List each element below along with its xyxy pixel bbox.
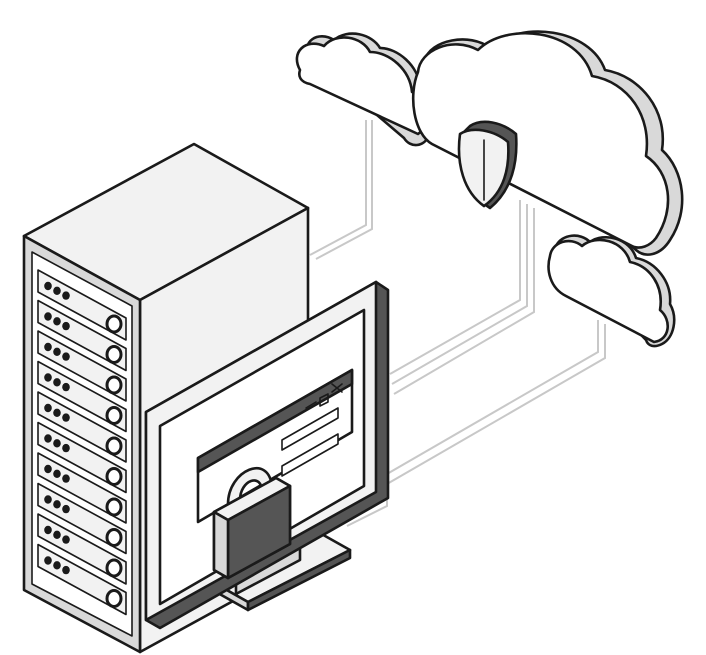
status-led-icon xyxy=(62,443,70,453)
power-button-icon xyxy=(105,558,123,578)
minimize-icon[interactable] xyxy=(305,401,317,409)
power-button-icon xyxy=(105,436,123,456)
status-led-icon xyxy=(62,504,70,514)
power-button-icon xyxy=(105,528,123,547)
cloud-large-icon xyxy=(411,30,684,256)
server-unit xyxy=(37,543,127,616)
status-led-icon xyxy=(44,281,52,291)
status-led-icon xyxy=(62,321,70,331)
shield-icon xyxy=(457,120,518,210)
server-unit xyxy=(37,391,127,463)
status-led-icon xyxy=(62,565,70,575)
status-led-icon xyxy=(44,312,52,321)
server-unit xyxy=(37,330,127,402)
power-button-icon xyxy=(105,345,123,364)
server-unit xyxy=(37,452,127,524)
window-controls[interactable] xyxy=(305,383,343,409)
status-led-icon xyxy=(53,561,61,570)
status-led-icon xyxy=(44,495,52,504)
status-led-icon xyxy=(53,408,61,417)
status-led-icon xyxy=(62,535,70,544)
server-units xyxy=(37,269,127,616)
status-led-icon xyxy=(44,464,52,474)
cloud-small-icon xyxy=(295,32,433,147)
status-led-icon xyxy=(44,342,52,352)
server-unit xyxy=(37,360,127,433)
server-unit xyxy=(37,482,127,555)
maximize-icon[interactable] xyxy=(319,393,329,407)
status-led-icon xyxy=(62,413,70,422)
server-unit xyxy=(37,299,127,372)
status-led-icon xyxy=(53,317,61,326)
power-button-icon xyxy=(105,467,123,486)
power-button-icon xyxy=(105,497,123,517)
status-led-icon xyxy=(53,530,61,539)
close-icon[interactable] xyxy=(331,383,343,393)
server-unit xyxy=(37,269,127,341)
power-button-icon xyxy=(105,375,123,395)
status-led-icon xyxy=(53,286,61,295)
status-led-icon xyxy=(62,474,70,483)
server-unit xyxy=(37,513,127,585)
status-led-icon xyxy=(44,434,52,443)
status-led-icon xyxy=(44,525,52,535)
server-unit xyxy=(37,421,127,494)
power-button-icon xyxy=(105,314,123,334)
status-led-icon xyxy=(44,373,52,382)
status-led-icon xyxy=(53,347,61,356)
status-led-icon xyxy=(53,469,61,478)
cloud-right-icon xyxy=(547,234,676,348)
power-button-icon xyxy=(105,406,123,425)
status-led-icon xyxy=(62,382,70,392)
status-led-icon xyxy=(53,378,61,387)
username-field[interactable] xyxy=(281,407,339,451)
status-led-icon xyxy=(44,556,52,565)
status-led-icon xyxy=(62,352,70,361)
status-led-icon xyxy=(62,291,70,300)
padlock-icon xyxy=(212,467,292,580)
password-field[interactable] xyxy=(281,433,339,477)
status-led-icon xyxy=(44,403,52,413)
power-button-icon xyxy=(105,589,123,608)
status-led-icon xyxy=(53,439,61,448)
status-led-icon xyxy=(53,500,61,509)
